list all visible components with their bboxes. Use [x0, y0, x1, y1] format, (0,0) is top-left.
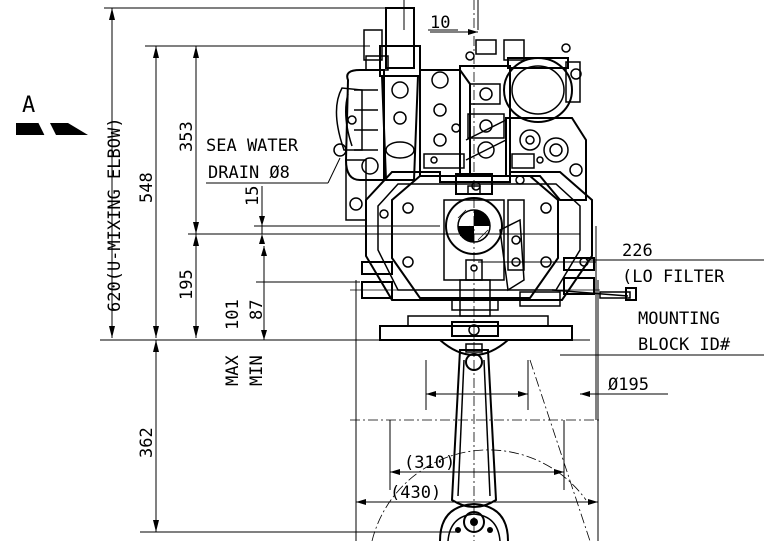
view-marker-a: A	[16, 93, 88, 136]
lower-dimensions: (310) (430)	[355, 280, 599, 541]
dim-430-label: (430)	[390, 483, 441, 503]
dim-195-vertical-label: 195	[177, 269, 197, 300]
dim-548-label: 548	[137, 172, 157, 203]
view-marker-letter: A	[22, 93, 35, 118]
dim-87-label: 87	[247, 300, 267, 320]
right-callouts: 226 (LO FILTER MOUNTING BLOCK ID# Ø195	[478, 226, 764, 420]
dim-10-group: 10	[403, 0, 479, 35]
lo-filter-label: (LO FILTER	[622, 267, 725, 287]
mounting-label-line2: BLOCK ID#	[638, 335, 731, 355]
dim-10-label: 10	[430, 13, 450, 33]
dim-15-label: 15	[243, 186, 263, 206]
dim-353-label: 353	[177, 121, 197, 152]
engine-upper	[333, 7, 587, 201]
mounting-label-line1: MOUNTING	[638, 309, 720, 329]
view-arrow-left-icon	[16, 123, 44, 135]
dim-362-label: 362	[137, 427, 157, 458]
dia-195-label: Ø195	[608, 375, 649, 395]
left-dimensions: 620(U-MIXING ELBOW) 548 353 195 15 101 8	[100, 7, 590, 533]
sea-water-label-line1: SEA WATER	[206, 136, 299, 156]
dim-max-label: MAX	[223, 355, 243, 386]
sea-water-drain-callout: SEA WATER DRAIN Ø8	[206, 136, 341, 184]
view-arrow-right-icon	[50, 123, 88, 135]
coupling-assembly	[439, 339, 509, 542]
dim-310-label: (310)	[404, 453, 455, 473]
dim-min-label: MIN	[247, 355, 267, 386]
dim-620-label: 620(U-MIXING ELBOW)	[105, 118, 125, 312]
sea-water-label-line2: DRAIN Ø8	[208, 163, 290, 183]
dim-226-label: 226	[622, 241, 653, 261]
dim-101-label: 101	[223, 299, 243, 330]
engine-body	[335, 87, 637, 341]
